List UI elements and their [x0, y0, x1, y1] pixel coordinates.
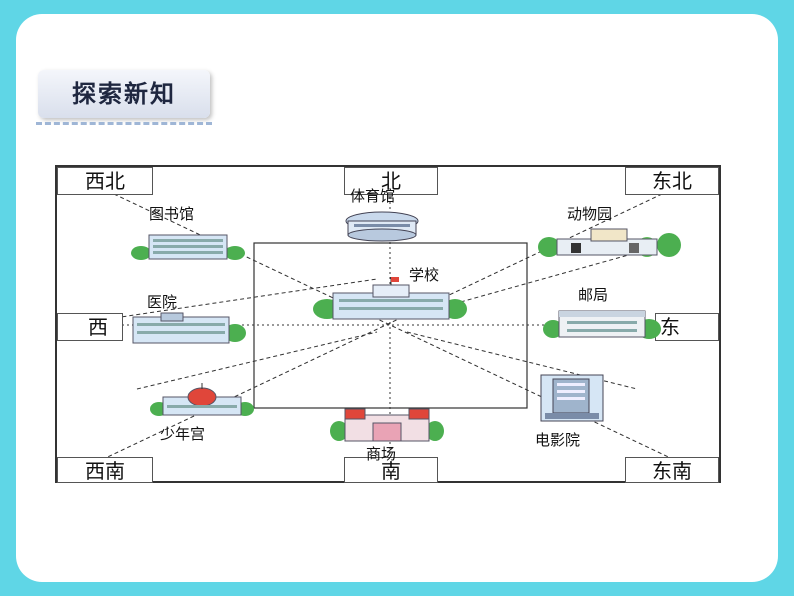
- label-west: 西: [57, 313, 123, 341]
- mall-building: [330, 408, 444, 442]
- label-northwest: 西北: [57, 167, 153, 195]
- place-zoo: 动物园: [567, 205, 613, 223]
- label-east: 东: [655, 313, 719, 341]
- place-youth-palace: 少年宫: [160, 425, 206, 443]
- section-title: 探索新知: [72, 80, 176, 108]
- label-southwest: 西南: [57, 457, 153, 483]
- post-office-building: [543, 310, 661, 339]
- school-building: [313, 277, 467, 320]
- cinema-building: [540, 374, 604, 422]
- label-south: 南: [344, 457, 438, 483]
- place-post-office: 邮局: [578, 286, 609, 304]
- label-northeast: 东北: [625, 167, 719, 195]
- section-tab: 探索新知: [38, 70, 210, 118]
- place-gym: 体育馆: [350, 187, 396, 205]
- place-mall: 商场: [366, 445, 397, 463]
- place-cinema: 电影院: [535, 431, 581, 449]
- place-hospital: 医院: [147, 293, 178, 311]
- section-underline: [36, 122, 212, 125]
- zoo-building: [538, 228, 681, 257]
- gym-building: [345, 211, 419, 242]
- label-southeast: 东南: [625, 457, 719, 483]
- place-school: 学校: [409, 266, 440, 284]
- youth-palace-building: [150, 383, 254, 416]
- hospital-building: [132, 312, 246, 344]
- label-north: 北: [344, 167, 438, 195]
- direction-map: 西北 北 东北 西 东 西南 南 东南 图书馆 体育馆 动物园 学校 医院 邮局…: [55, 165, 721, 483]
- library-building: [131, 234, 245, 260]
- place-library: 图书馆: [149, 205, 195, 223]
- ne-sw-diagonal: [57, 167, 719, 481]
